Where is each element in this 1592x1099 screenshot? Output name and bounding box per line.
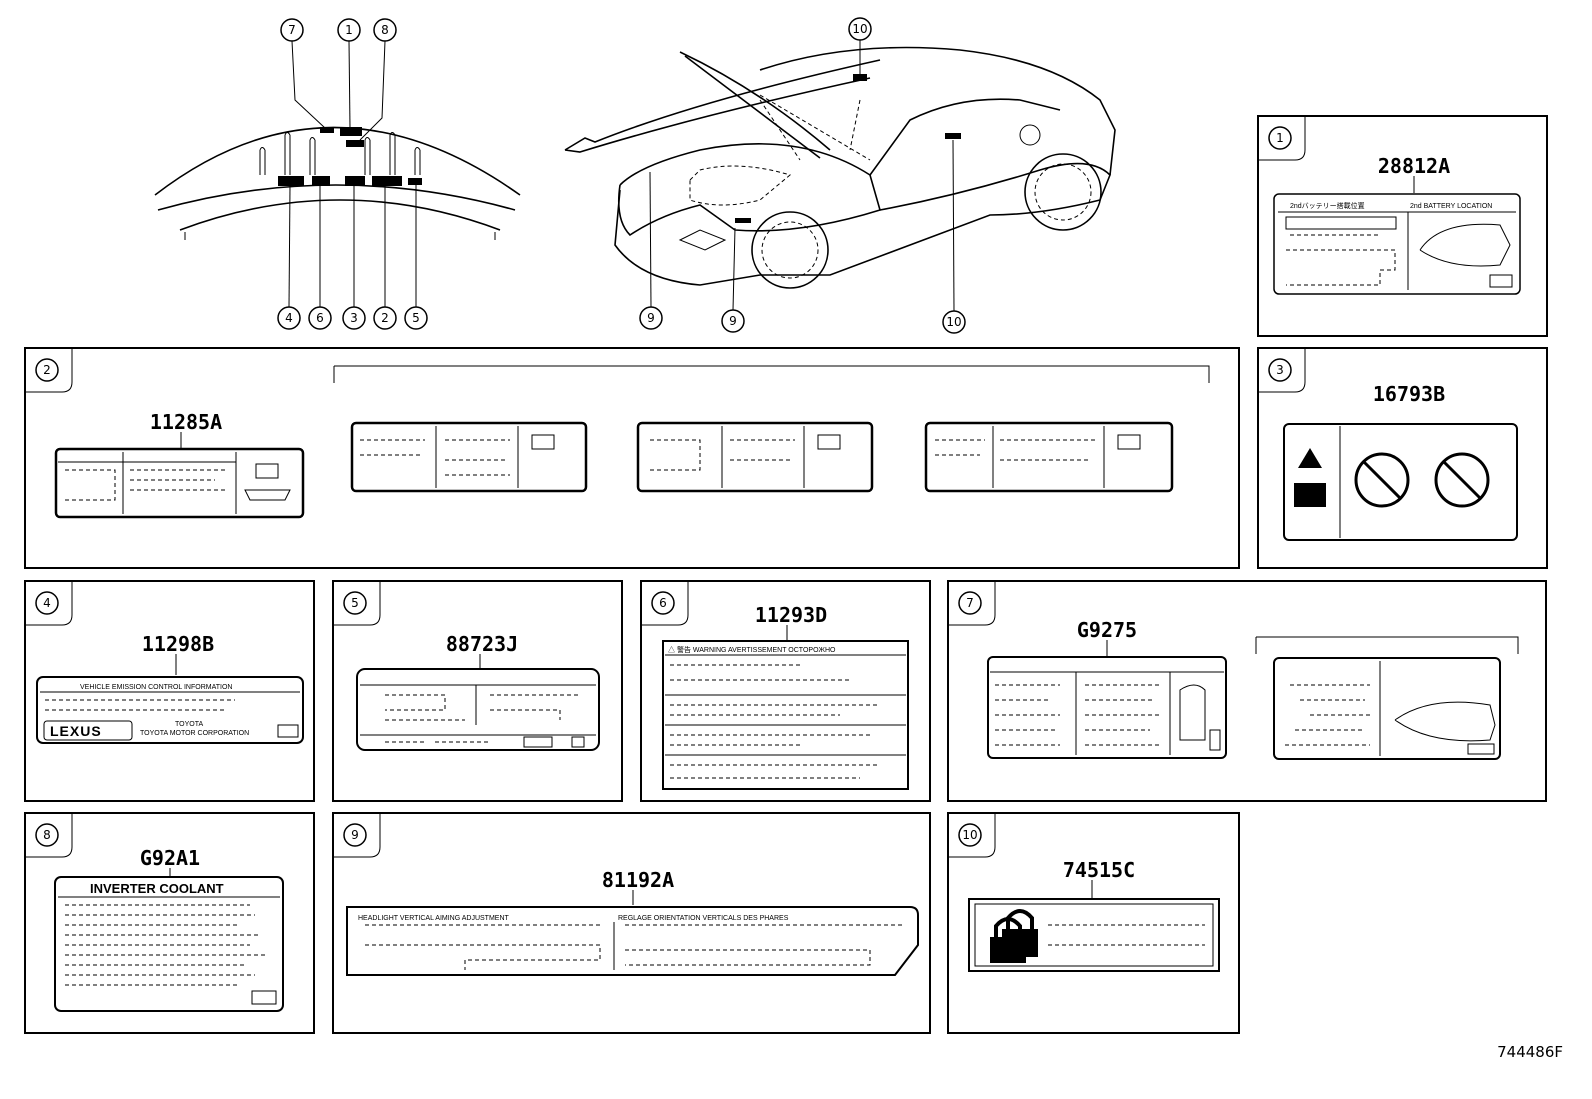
callout-6 xyxy=(308,306,332,330)
panel-tag-2 xyxy=(35,358,59,382)
panel-tag-1 xyxy=(1268,126,1292,150)
callout-8 xyxy=(373,18,397,42)
label-74515c xyxy=(968,880,1220,972)
callout-1-text: 1 xyxy=(345,23,353,37)
callout-9a-text: 9 xyxy=(647,311,655,325)
callout-4 xyxy=(277,306,301,330)
panel-tag-4 xyxy=(35,591,59,615)
callout-3 xyxy=(342,306,366,330)
callout-9b xyxy=(721,309,745,333)
battery-location-jp: 2ndバッテリー搭載位置 xyxy=(1290,201,1365,210)
car-illustration xyxy=(564,39,1116,312)
panel-tag-5 xyxy=(343,591,367,615)
figure-id: 744486F xyxy=(1497,1043,1563,1061)
part-number-g92a1: G92A1 xyxy=(140,846,200,870)
callout-9b-text: 9 xyxy=(729,314,737,328)
callout-7 xyxy=(280,18,304,42)
panel-tag-8-text: 8 xyxy=(43,828,51,842)
callout-6-text: 6 xyxy=(316,311,324,325)
part-number-88723j: 88723J xyxy=(446,632,518,656)
panel-tag-3 xyxy=(1268,358,1292,382)
part-number-11298b: 11298B xyxy=(142,632,214,656)
label-88723j xyxy=(356,654,600,751)
engine-bay-overview xyxy=(154,40,521,308)
callout-10b xyxy=(942,310,966,334)
panel-tag-7 xyxy=(958,591,982,615)
panel-tag-10 xyxy=(958,823,982,847)
callout-5-text: 5 xyxy=(412,311,420,325)
headlight-aiming-fr: REGLAGE ORIENTATION VERTICALS DES PHARES xyxy=(618,915,789,922)
panel-tag-9 xyxy=(343,823,367,847)
callout-10a xyxy=(848,17,872,41)
callout-7-text: 7 xyxy=(288,23,296,37)
label-11298b xyxy=(36,654,304,744)
inverter-coolant-title: INVERTER COOLANT xyxy=(90,881,224,896)
panel-tag-2-text: 2 xyxy=(43,363,51,377)
part-number-11293d: 11293D xyxy=(755,603,827,627)
label-11293d xyxy=(662,625,909,790)
panel-tag-1-text: 1 xyxy=(1276,131,1284,145)
callout-10a-text: 10 xyxy=(852,22,867,36)
part-number-g9275: G9275 xyxy=(1077,618,1137,642)
panel-tag-7-text: 7 xyxy=(966,596,974,610)
callout-4-text: 4 xyxy=(285,311,293,325)
callout-2 xyxy=(373,306,397,330)
panel-tag-9-text: 9 xyxy=(351,828,359,842)
part-number-16793b: 16793B xyxy=(1373,382,1445,406)
panel-tag-6 xyxy=(651,591,675,615)
label-11285a-variants xyxy=(54,365,1210,519)
callout-2-text: 2 xyxy=(381,311,389,325)
label-28812a xyxy=(1273,176,1521,295)
callout-9a xyxy=(639,306,663,330)
callout-8-text: 8 xyxy=(381,23,389,37)
battery-location-en: 2nd BATTERY LOCATION xyxy=(1410,203,1492,210)
part-number-28812a: 28812A xyxy=(1378,154,1450,178)
lexus-logo: LEXUS xyxy=(50,723,102,739)
warning-header: △ 警告 WARNING AVERTISSEMENT OCTOPOЖНО xyxy=(668,645,836,654)
part-number-11285a: 11285A xyxy=(150,410,222,434)
panel-tag-10-text: 10 xyxy=(962,828,977,842)
callout-3-text: 3 xyxy=(350,311,358,325)
toyota-text: TOYOTA xyxy=(175,721,203,728)
part-number-74515c: 74515C xyxy=(1063,858,1135,882)
panel-tag-3-text: 3 xyxy=(1276,363,1284,377)
panel-tag-5-text: 5 xyxy=(351,596,359,610)
panel-tag-8 xyxy=(35,823,59,847)
frames xyxy=(24,115,1548,1034)
toyota-corp-text: TOYOTA MOTOR CORPORATION xyxy=(140,730,249,737)
label-g92a1 xyxy=(54,868,284,1012)
label-81192a xyxy=(346,890,919,976)
callout-1 xyxy=(337,18,361,42)
panel-tag-4-text: 4 xyxy=(43,596,51,610)
part-number-81192a: 81192A xyxy=(602,868,674,892)
headlight-aiming-en: HEADLIGHT VERTICAL AIMING ADJUSTMENT xyxy=(358,915,510,922)
callout-5 xyxy=(404,306,428,330)
emission-header: VEHICLE EMISSION CONTROL INFORMATION xyxy=(80,684,232,691)
callout-10b-text: 10 xyxy=(946,315,961,329)
label-g9275 xyxy=(987,636,1519,760)
label-16793b xyxy=(1283,423,1518,541)
panel-tag-6-text: 6 xyxy=(659,596,667,610)
